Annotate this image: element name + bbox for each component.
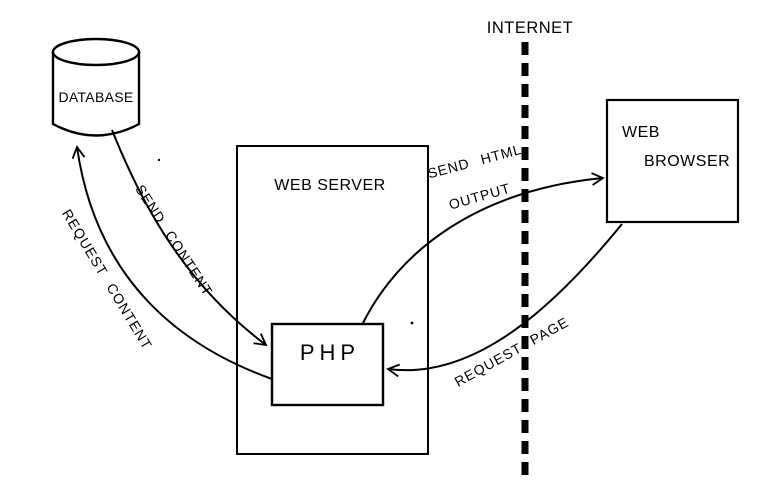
web-server-node: WEB SERVER [236,145,429,455]
web-server-label: WEB SERVER [274,177,385,194]
request-content-arrow [71,145,273,380]
internet-label: INTERNET [487,19,574,37]
stray-mark [410,321,414,325]
internet-boundary: INTERNET [487,19,574,483]
request-page-label: REQUEST PAGE [452,314,572,390]
request-content-label: REQUEST CONTENT [59,206,156,352]
database-cylinder-body [51,52,141,137]
web-server-box [236,145,429,455]
send-html-output-label-line1: SEND HTML [426,141,524,182]
web-browser-node: WEB BROWSER [605,98,740,224]
send-html-output-arrow [362,172,605,324]
database-node: DATABASE [51,37,141,137]
web-browser-box [605,98,740,224]
send-html-output-label-line2: OUTPUT [447,180,513,213]
edge-request-content: REQUEST CONTENT [59,145,273,380]
send-content-label: SEND CONTENT [132,182,216,299]
php-label: PHP [300,340,360,365]
stray-mark [157,158,161,162]
web-browser-label-line2: BROWSER [644,153,730,170]
php-box [270,322,385,407]
database-cylinder-top [51,37,141,67]
request-page-arrow [386,223,623,378]
database-label: DATABASE [58,89,133,105]
send-content-arrow [111,129,268,347]
edge-request-page: REQUEST PAGE [386,223,623,390]
edge-send-html-output: SEND HTML OUTPUT [362,141,605,324]
php-node: PHP [270,322,385,407]
web-browser-label-line1: WEB [622,124,660,141]
